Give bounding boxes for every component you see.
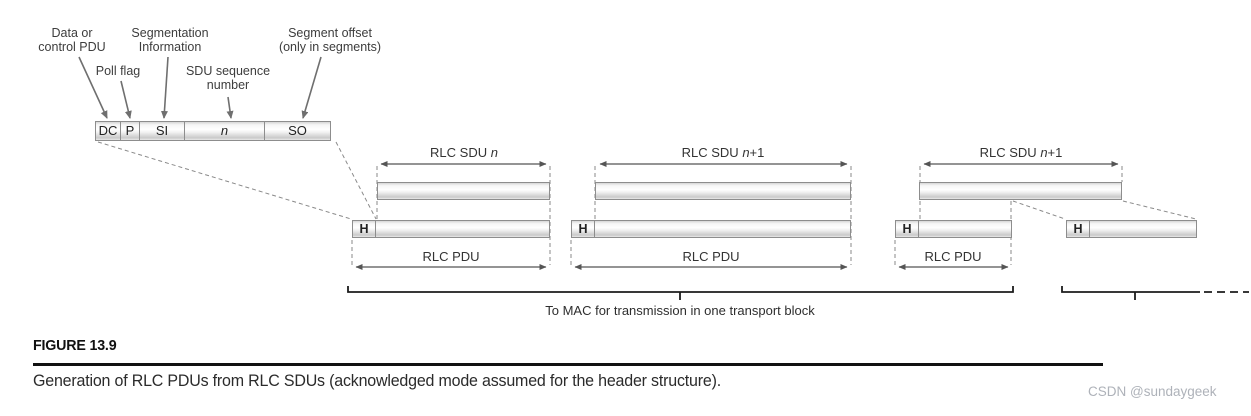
transport-block-bracket: [347, 286, 1014, 300]
sdu-label-var: n: [490, 145, 498, 160]
sdu-label-post: +1: [749, 145, 765, 160]
label-line: Information: [138, 40, 202, 54]
sdu-label-var: n: [1040, 145, 1048, 160]
field-p: P: [120, 121, 140, 141]
pdu1-payload: [375, 220, 550, 238]
arrow-data-or-control: [78, 56, 108, 119]
sdu3-bar: [919, 182, 1122, 200]
dashed-lines: [97, 141, 1197, 265]
pdu2-payload: [594, 220, 851, 238]
sdu2-bar: [595, 182, 851, 200]
arrow-segmentation: [160, 56, 169, 119]
sdu3-label: RLC SDU n+1: [941, 145, 1101, 160]
label-segment-offset: Segment offset (only in segments): [255, 26, 405, 54]
field-si: SI: [139, 121, 185, 141]
sdu-label-post: +1: [1047, 145, 1063, 160]
figure-caption: Generation of RLC PDUs from RLC SDUs (ac…: [33, 372, 721, 390]
next-transport-block-bracket: [1061, 286, 1249, 300]
watermark: CSDN @sundaygeek: [1088, 384, 1217, 399]
label-line: (only in segments): [278, 40, 382, 54]
arrow-sdu-sequence: [226, 96, 234, 119]
mac-transport-note: To MAC for transmission in one transport…: [545, 303, 815, 318]
pdu3-header: H: [895, 220, 919, 238]
pdu4-payload: [1089, 220, 1197, 238]
label-data-or-control-pdu: Data or control PDU: [12, 26, 132, 54]
caption-rule: [33, 363, 1103, 366]
pdu2-header: H: [571, 220, 595, 238]
sdu-label-pre: RLC SDU: [430, 145, 491, 160]
label-line: control PDU: [38, 40, 106, 54]
sdu1-bar: [377, 182, 550, 200]
sdu-label-var: n: [742, 145, 750, 160]
pdu1-header: H: [352, 220, 376, 238]
label-line: Segment offset: [288, 26, 372, 40]
pdu3-label: RLC PDU: [924, 249, 982, 264]
arrow-segment-offset: [301, 56, 322, 119]
label-line: Segmentation: [131, 26, 209, 40]
sdu-label-pre: RLC SDU: [681, 145, 743, 160]
sdu1-label: RLC SDU n: [384, 145, 544, 160]
dimension-arrows: [355, 161, 1119, 270]
rlc-header-fields: DC P SI n SO: [95, 121, 331, 141]
label-line: number: [206, 78, 250, 92]
field-so: SO: [264, 121, 331, 141]
label-line: SDU sequence: [185, 64, 271, 78]
arrow-poll-flag: [120, 80, 132, 119]
label-segmentation-information: Segmentation Information: [110, 26, 230, 54]
figure-number: FIGURE 13.9: [33, 337, 117, 354]
sdu2-label: RLC SDU n+1: [643, 145, 803, 160]
label-line: Data or: [51, 26, 93, 40]
field-n: n: [184, 121, 265, 141]
pdu3-payload: [918, 220, 1012, 238]
pdu2-label: RLC PDU: [682, 249, 740, 264]
sdu-label-pre: RLC SDU: [979, 145, 1041, 160]
pdu4-header: H: [1066, 220, 1090, 238]
label-poll-flag: Poll flag: [95, 64, 141, 78]
pdu1-label: RLC PDU: [422, 249, 480, 264]
annotation-arrows: [78, 56, 322, 119]
field-dc: DC: [95, 121, 121, 141]
label-sdu-sequence-number: SDU sequence number: [168, 64, 288, 92]
